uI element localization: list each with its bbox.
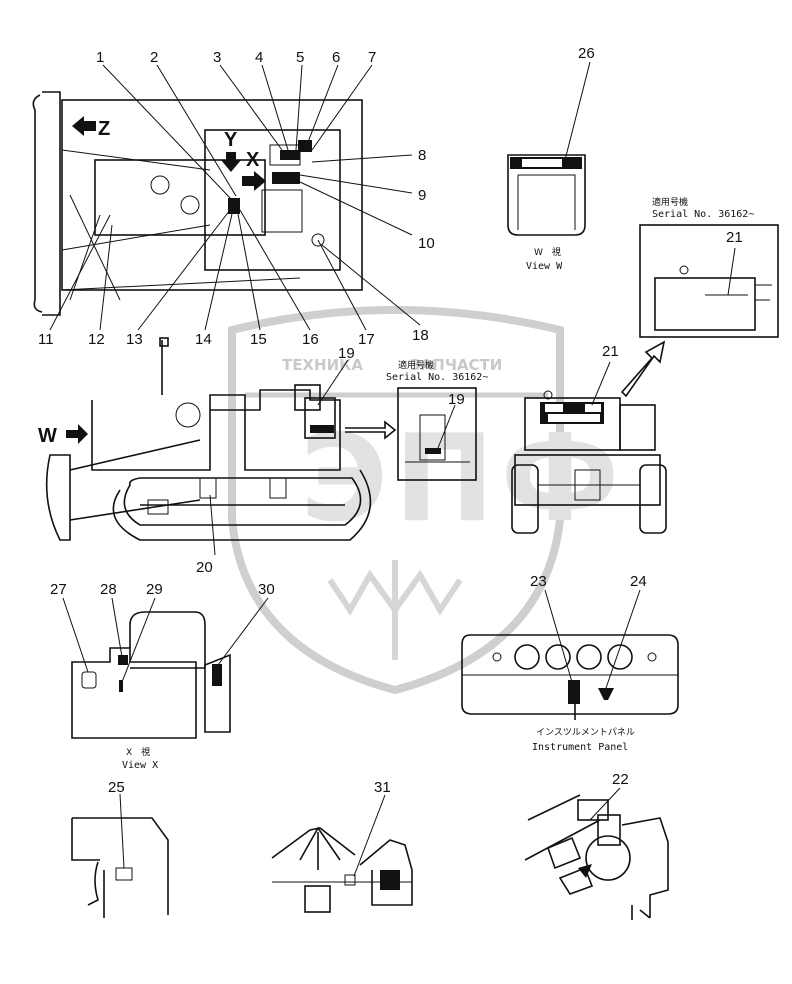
callout-7: 7 bbox=[368, 49, 376, 66]
view-w-jp: W 視 bbox=[534, 246, 561, 258]
callout-22: 26 bbox=[578, 45, 595, 62]
callout-3: 3 bbox=[213, 49, 221, 66]
callout-16: 16 bbox=[302, 331, 319, 348]
detail-31 bbox=[524, 787, 669, 920]
serial-mid-en: Serial No. 36162~ bbox=[386, 372, 488, 383]
callout-6: 6 bbox=[332, 49, 340, 66]
instrument-panel-jp: インスツルメントパネル bbox=[536, 727, 635, 738]
view-letter-x: X bbox=[246, 149, 260, 171]
callout-24: 28 bbox=[100, 581, 117, 598]
view-letter-y: Y bbox=[224, 129, 238, 151]
callout-15: 15 bbox=[250, 331, 267, 348]
instrument-panel bbox=[461, 589, 679, 720]
outline-arrow bbox=[620, 340, 666, 398]
serial-mid-box bbox=[397, 387, 477, 481]
serial-detail-box bbox=[639, 224, 779, 338]
callout-1: 1 bbox=[96, 49, 104, 66]
view-w-panel bbox=[507, 61, 591, 236]
callout-20: 20 bbox=[196, 559, 213, 576]
callout-9: 9 bbox=[418, 187, 426, 204]
view-letter-w: W bbox=[38, 425, 57, 447]
side-view-tractor bbox=[45, 337, 397, 556]
callout-25: 29 bbox=[146, 581, 163, 598]
top-view-leaders bbox=[49, 64, 421, 331]
callout-19-detail: 19 bbox=[448, 391, 465, 408]
view-x-panel bbox=[62, 597, 269, 739]
callout-10: 10 bbox=[418, 235, 435, 252]
callout-18: 18 bbox=[412, 327, 429, 344]
callout-2: 2 bbox=[150, 49, 158, 66]
callout-11: 11 bbox=[38, 331, 54, 348]
callout-5: 5 bbox=[296, 49, 304, 66]
detail-30 bbox=[271, 794, 413, 913]
callout-13: 13 bbox=[126, 331, 143, 348]
callout-30: 31 bbox=[374, 779, 391, 796]
serial-top-jp: 適用号機 bbox=[652, 196, 688, 208]
view-letter-z: Z bbox=[98, 118, 110, 140]
top-view-tractor: Z Y X bbox=[32, 91, 363, 316]
callout-31: 22 bbox=[612, 771, 629, 788]
view-x-jp: X 視 bbox=[126, 746, 150, 758]
callout-14: 14 bbox=[195, 331, 212, 348]
callout-23: 27 bbox=[50, 581, 67, 598]
view-x-en: View X bbox=[122, 760, 158, 771]
rear-view-tractor bbox=[511, 361, 667, 534]
detail-29 bbox=[71, 793, 169, 918]
watermark-left: ТЕХНИКА bbox=[282, 356, 363, 374]
view-w-en: View W bbox=[526, 261, 563, 272]
serial-top-en: Serial No. 36162~ bbox=[652, 209, 754, 220]
callout-27: 23 bbox=[530, 573, 547, 590]
watermark-right: ЗАПЧАСТИ bbox=[410, 356, 502, 374]
callout-19-side: 19 bbox=[338, 345, 355, 362]
callout-21-rear: 21 bbox=[602, 343, 619, 360]
instrument-panel-en: Instrument Panel bbox=[532, 742, 628, 753]
callout-21-detail: 21 bbox=[726, 229, 743, 246]
callout-26: 30 bbox=[258, 581, 275, 598]
callout-29: 25 bbox=[108, 779, 125, 796]
callout-17: 17 bbox=[358, 331, 375, 348]
callout-28: 24 bbox=[630, 573, 647, 590]
callout-4: 4 bbox=[255, 49, 263, 66]
callout-8: 8 bbox=[418, 147, 426, 164]
serial-mid-jp: 適用号機 bbox=[398, 359, 434, 371]
callout-12: 12 bbox=[88, 331, 105, 348]
